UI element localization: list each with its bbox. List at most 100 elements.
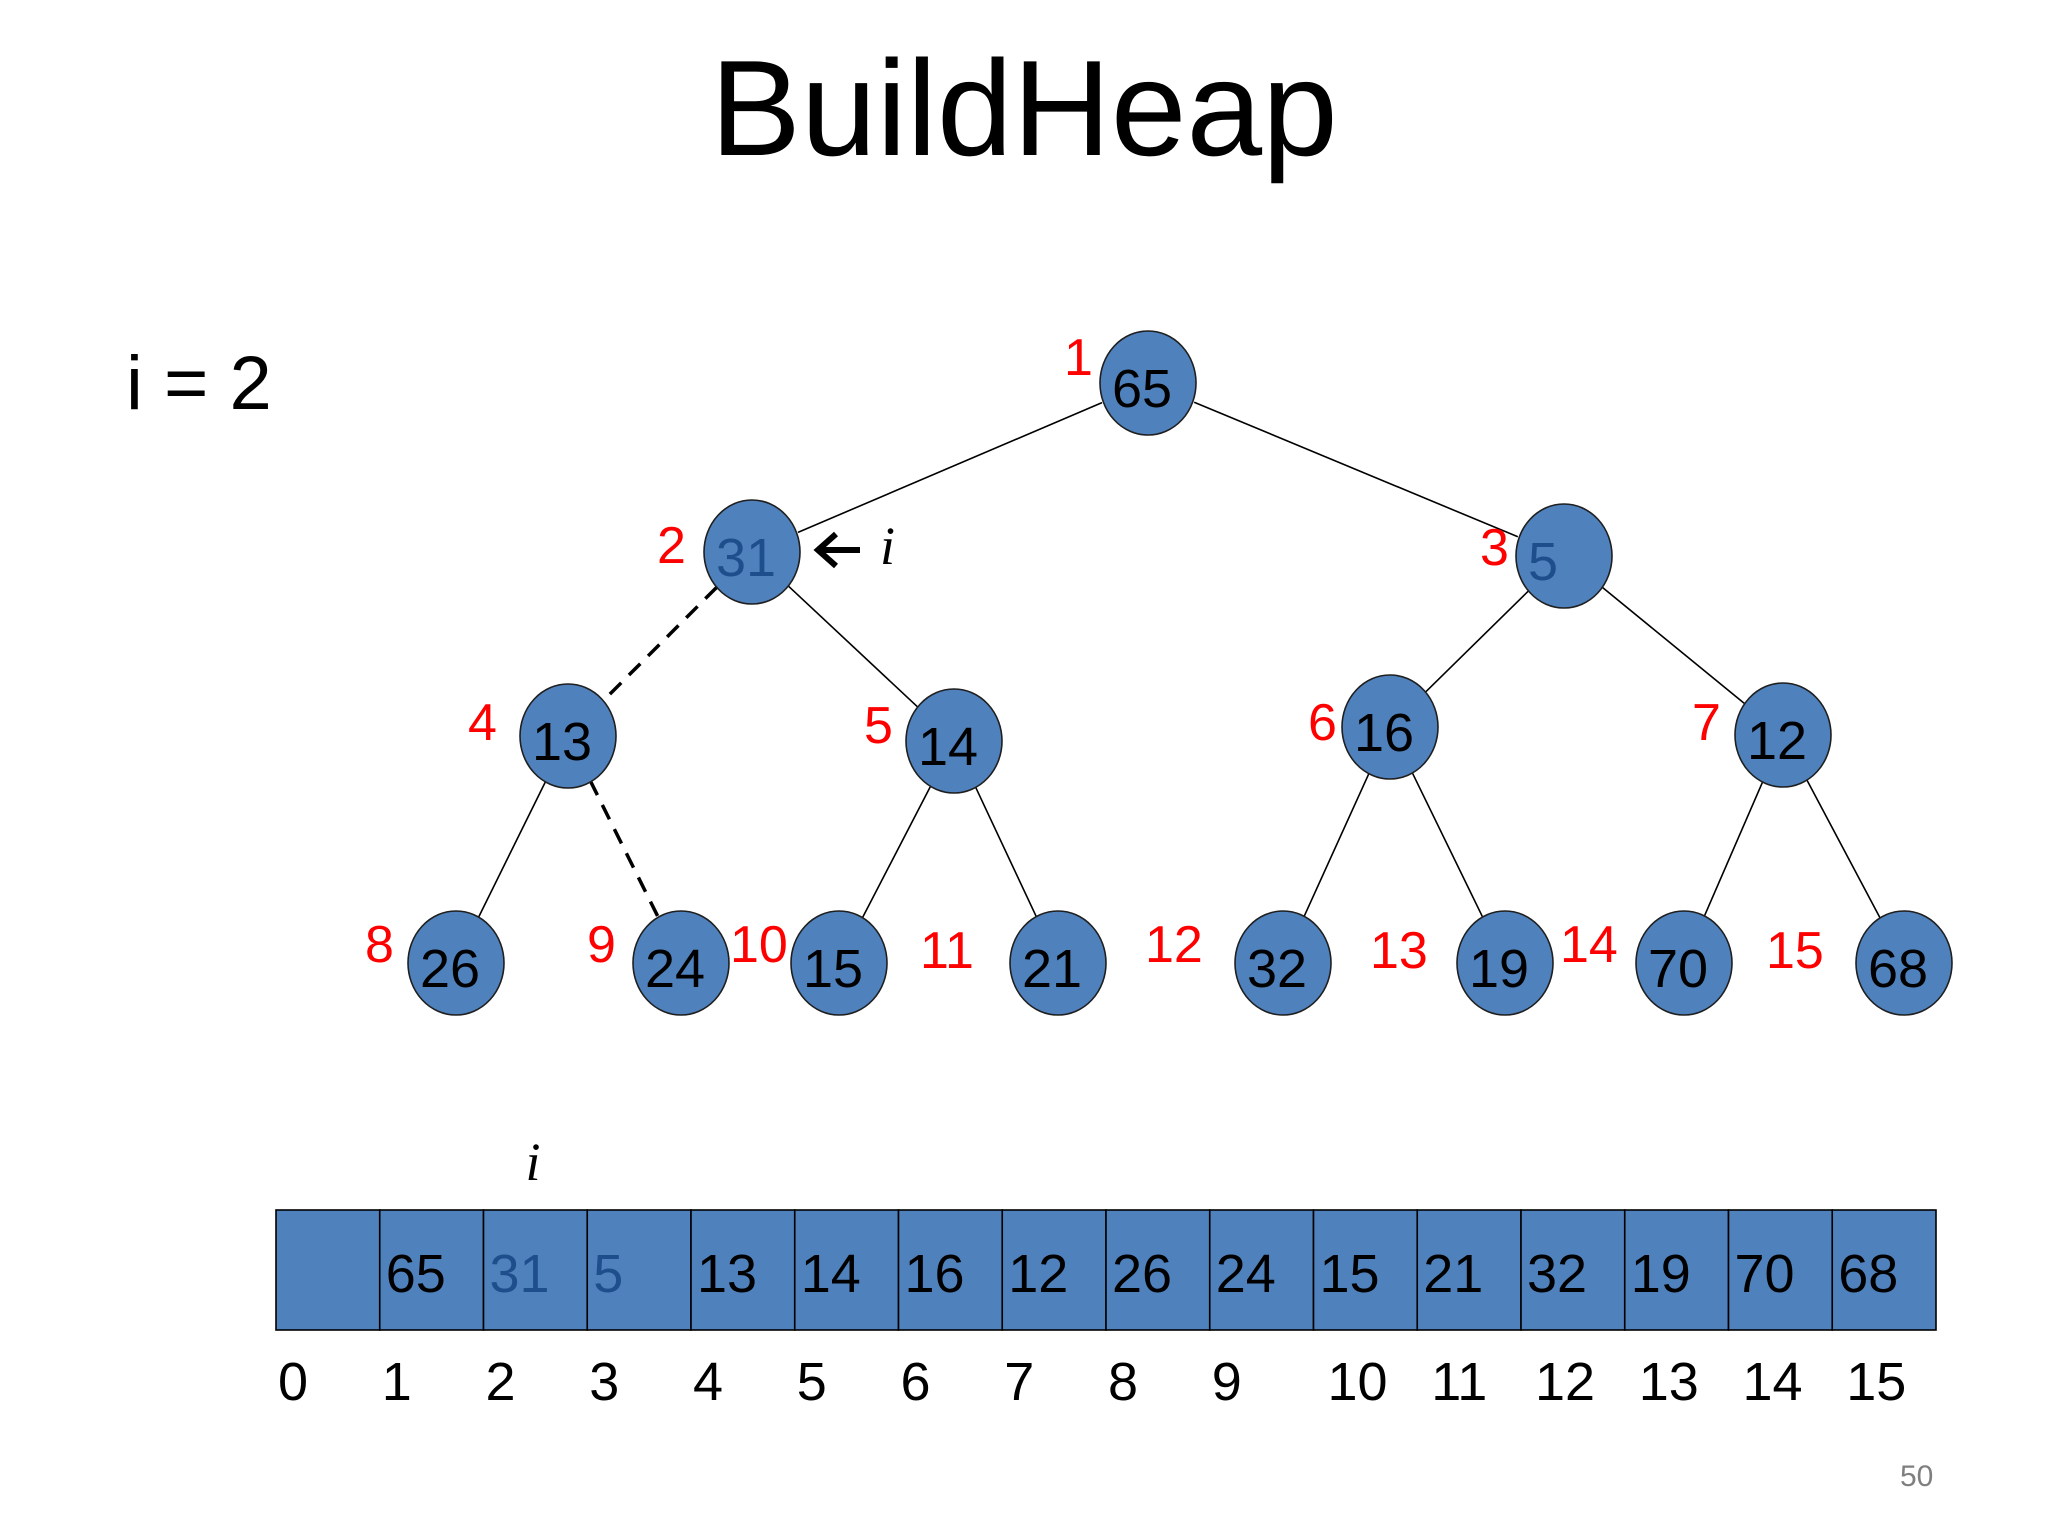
array-cell-value: 65 [386, 1244, 446, 1304]
tree-edge-1-3 [1193, 401, 1519, 538]
array-cell-box [1105, 1209, 1211, 1331]
node-value: 32 [1247, 939, 1307, 999]
loop-variable-label: i = 2 [126, 341, 272, 426]
node-value: 26 [420, 939, 480, 999]
array-cell-value: 5 [593, 1244, 623, 1304]
node-circle [1341, 674, 1439, 780]
node-index-label: 8 [365, 916, 394, 974]
pointer-symbol: i [880, 516, 895, 576]
array-index-label: 13 [1639, 1352, 1699, 1412]
array-cell: 32 [1520, 1209, 1626, 1331]
node-value: 31 [716, 528, 776, 588]
array-cell: 65 [378, 1209, 485, 1331]
tree-edge-7-14 [1703, 780, 1764, 918]
array-pointer-symbol: i [526, 1132, 541, 1192]
array-cell-box [793, 1209, 900, 1331]
tree-edge-7-15 [1805, 778, 1882, 920]
array-index-label: 6 [901, 1352, 931, 1412]
array-index-label: 4 [693, 1352, 723, 1412]
node-value: 70 [1648, 939, 1708, 999]
array-cell: 14 [793, 1209, 900, 1331]
array-cell-value: 21 [1423, 1244, 1483, 1304]
array-cell-box [1208, 1209, 1315, 1331]
node-value: 65 [1112, 359, 1172, 419]
array-cell-value: 32 [1527, 1244, 1587, 1304]
slide-title: BuildHeap [710, 32, 1338, 184]
array-cell: 24 [1208, 1209, 1315, 1331]
array-cell: 70 [1727, 1209, 1834, 1331]
array-cell-box [378, 1209, 485, 1331]
tree-edge-2-5 [787, 585, 919, 708]
tree-node: 32 12 [1145, 910, 1332, 1016]
tree-node: 312 [657, 499, 801, 605]
tree-edge-1-2 [797, 401, 1103, 534]
tree-edge-3-6 [1425, 590, 1529, 693]
tree-edge-5-11 [974, 785, 1038, 919]
array-cell-value: 12 [1008, 1244, 1068, 1304]
array-cell-box [690, 1209, 796, 1331]
tree-edge-4-9 [588, 779, 661, 920]
array-cell: 31 [482, 1209, 589, 1331]
node-circle [1855, 910, 1953, 1016]
array-index-label: 8 [1108, 1352, 1138, 1412]
tree-edge-6-12 [1302, 772, 1371, 918]
array-index-label: 3 [589, 1352, 619, 1412]
node-circle [519, 683, 617, 789]
array-cell: 19 [1623, 1209, 1730, 1331]
tree-node: 65 1 [1064, 329, 1197, 436]
tree-edge-2-4 [602, 586, 718, 702]
node-index-label: 14 [1560, 916, 1618, 974]
array-index-label: 11 [1431, 1352, 1487, 1412]
node-circle [1009, 910, 1107, 1016]
node-value: 16 [1354, 703, 1414, 763]
node-circle [790, 910, 888, 1016]
array-index-label: 7 [1004, 1352, 1034, 1412]
tree-node: 145 [864, 688, 1003, 794]
array-cell-box [1831, 1209, 1937, 1331]
node-index-label: 1 [1064, 329, 1093, 387]
array-index-label: 9 [1212, 1352, 1242, 1412]
node-value: 14 [918, 717, 978, 777]
node-value: 13 [532, 712, 592, 772]
page-number: 50 [1900, 1460, 1934, 1493]
node-circle [407, 910, 505, 1016]
tree-edge-4-8 [477, 780, 547, 919]
array-index-label: 14 [1743, 1352, 1803, 1412]
array-cell-box [1416, 1209, 1522, 1331]
tree-edge-5-10 [861, 785, 932, 919]
node-circle [1734, 682, 1832, 788]
node-circle [1234, 910, 1332, 1016]
array-cell-value: 26 [1112, 1244, 1172, 1304]
node-circle [1456, 910, 1554, 1016]
array-cell-box [482, 1209, 589, 1331]
array-cell-value: 31 [490, 1244, 550, 1304]
array-cell-value: 14 [801, 1244, 861, 1304]
array-cell: 15 [1312, 1209, 1419, 1331]
array-cell: 5 [586, 1209, 692, 1331]
node-value: 5 [1528, 532, 1558, 592]
array-cell-value: 70 [1735, 1244, 1795, 1304]
array-cell-box [897, 1209, 1004, 1331]
array-index-label: 2 [486, 1352, 516, 1412]
tree-node: 70 14 [1560, 910, 1733, 1016]
tree-node: 26 8 [365, 910, 505, 1016]
node-index-label: 13 [1370, 922, 1428, 980]
node-value: 15 [803, 939, 863, 999]
array-cell-value: 16 [905, 1244, 965, 1304]
tree-node: 53 [1480, 503, 1613, 609]
tree-edge-3-7 [1602, 587, 1745, 704]
node-index-label: 12 [1145, 916, 1203, 974]
array-index-label: 5 [797, 1352, 827, 1412]
current-node-pointer: i [813, 516, 895, 576]
array-cell: 26 [1105, 1209, 1211, 1331]
array-cell: 21 [1416, 1209, 1522, 1331]
node-index-label: 10 [730, 916, 788, 974]
array-cell-value: 15 [1320, 1244, 1380, 1304]
node-circle [1099, 330, 1197, 436]
array-index-label: 15 [1846, 1352, 1906, 1412]
heap-array: 0651312531341451661272682491510211132121… [275, 1132, 1937, 1412]
array-cell-box [1623, 1209, 1730, 1331]
